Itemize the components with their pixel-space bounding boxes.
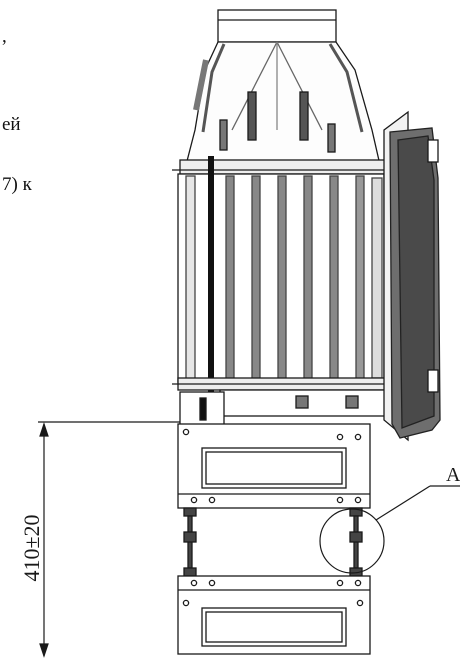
- text-fragment-3: 7) к: [2, 174, 32, 195]
- detail-callout: [319, 485, 460, 574]
- stand: [177, 423, 371, 655]
- dimension-arrow-top: [39, 422, 49, 437]
- flue-collar: [217, 9, 337, 43]
- dimension-line: [38, 421, 180, 658]
- spacer-bolts: [183, 507, 363, 577]
- stove-body: [172, 9, 441, 445]
- callout-leader: [375, 485, 431, 521]
- vertical-rod: [208, 156, 214, 404]
- dimension-arrow-bottom: [39, 643, 49, 658]
- stove-hood: [185, 41, 381, 166]
- text-fragment-1: ,: [2, 26, 7, 47]
- stand-window-upper: [201, 447, 347, 489]
- stand-window-lower: [201, 607, 347, 647]
- callout-label: A: [446, 464, 460, 486]
- dimension-label: 410±20: [19, 514, 44, 581]
- callout-circle: [319, 508, 385, 574]
- text-fragment-2: ей: [2, 114, 21, 135]
